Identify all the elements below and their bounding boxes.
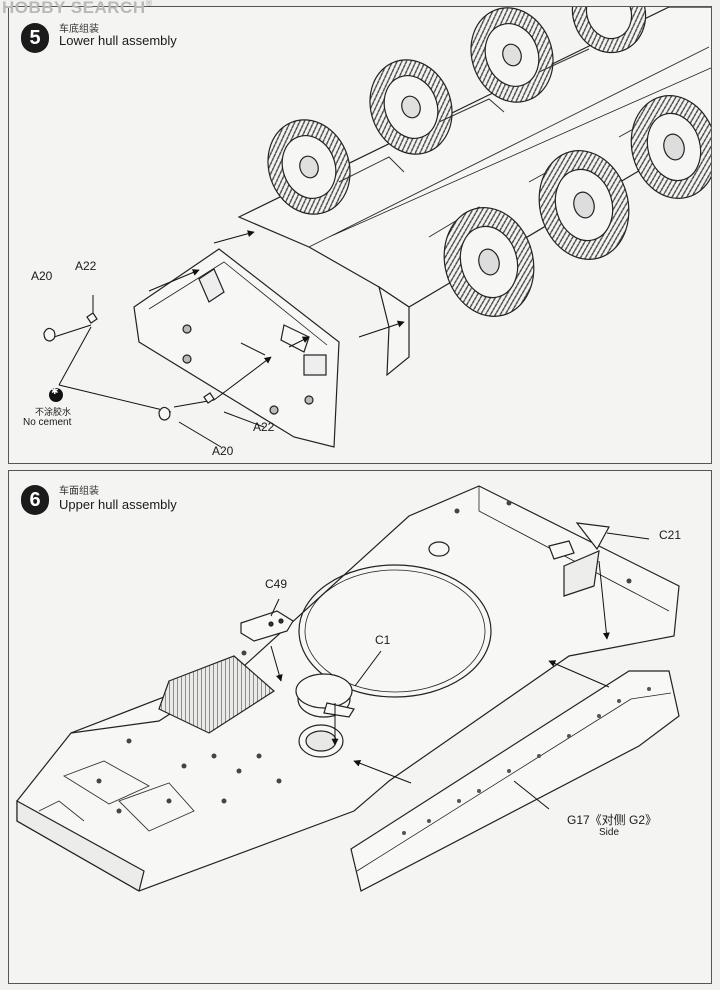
watermark-logo: HOBBY SEARCH® — [2, 0, 153, 17]
part-c49-shape — [240, 610, 294, 642]
step-6-number: 6 — [21, 485, 49, 515]
part-a22-top: A22 — [75, 259, 97, 273]
lower-hull-drawing — [43, 7, 711, 448]
step-6-panel: 6 车面组装 Upper hull assembly — [8, 470, 712, 984]
part-g17-label: G17《对侧 G2》 — [567, 813, 658, 827]
small-parts — [43, 312, 215, 421]
step-5-title-cn: 车底组装 — [59, 24, 99, 35]
step-5-title: Lower hull assembly — [59, 33, 177, 48]
near-wheels — [443, 95, 711, 317]
step-5-panel: 5 车底组装 Lower hull assembly — [8, 6, 712, 464]
step-6-title-cn: 车面组装 — [59, 486, 99, 497]
assembly-arrows-6 — [270, 532, 650, 810]
step-6-title: Upper hull assembly — [59, 497, 177, 512]
rivets — [96, 500, 632, 814]
no-cement-label-cn: 不涂胶水 — [35, 408, 72, 418]
part-a22-bottom: A22 — [253, 420, 275, 434]
no-cement-label: No cement — [23, 417, 72, 428]
assembly-arrows — [53, 230, 405, 448]
turret-ring — [298, 564, 492, 698]
part-c1-label: C1 — [375, 633, 391, 647]
part-c21-label: C21 — [659, 528, 682, 542]
hull-plates — [38, 760, 195, 832]
part-a20-top: A20 — [31, 269, 53, 283]
upper-hull-drawing — [16, 485, 680, 892]
no-cement-icon — [49, 388, 63, 402]
part-c21-shape — [575, 522, 610, 551]
step-5-number: 5 — [21, 23, 49, 53]
side-plate-g17 — [350, 670, 680, 892]
part-a20-bottom: A20 — [212, 444, 234, 458]
engine-grille — [158, 655, 275, 734]
part-c1-shape — [295, 673, 355, 718]
far-wheels — [267, 7, 647, 215]
rear-plate — [133, 248, 340, 448]
part-c49-label: C49 — [265, 577, 288, 591]
part-g17-side-label: Side — [599, 827, 620, 838]
no-cement-symbol: ✱ — [51, 386, 59, 396]
